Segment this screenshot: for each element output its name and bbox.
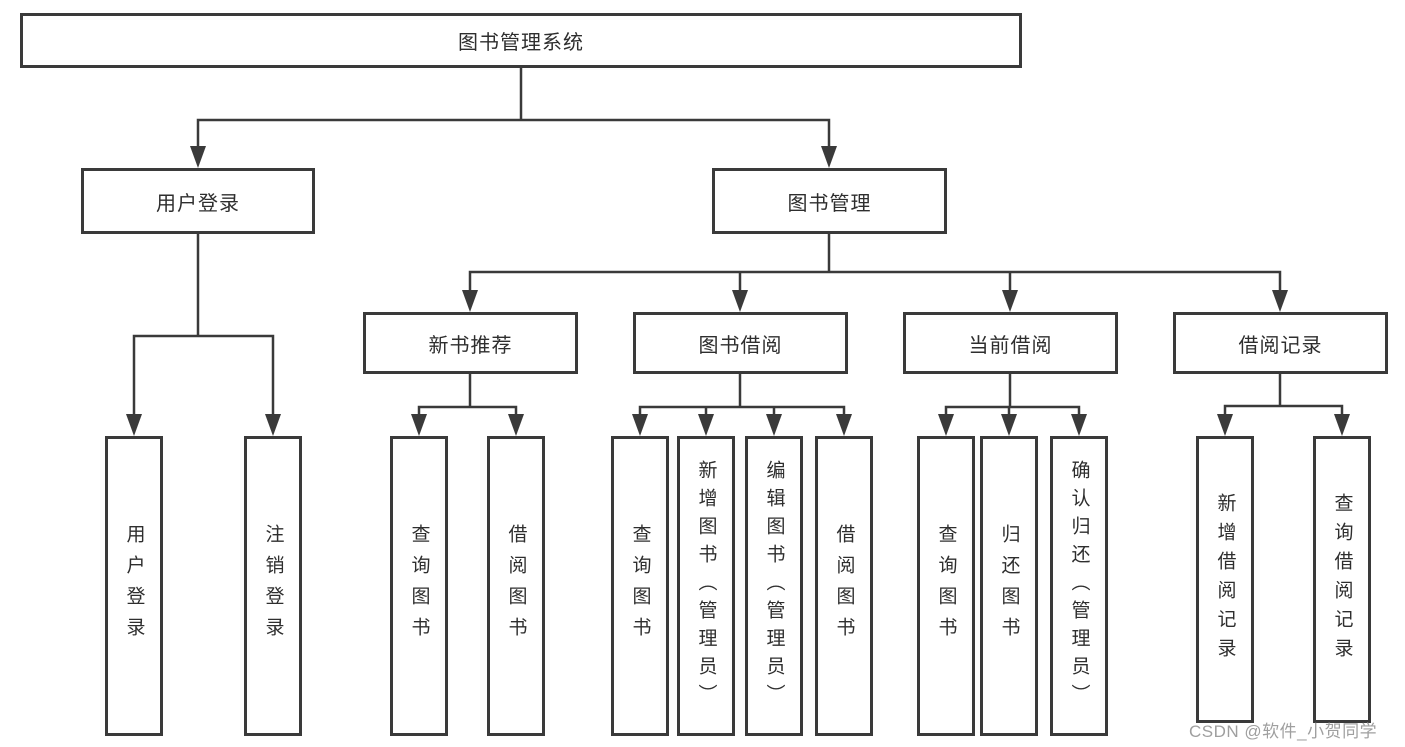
leaf-query-borrow-record: 查询借阅记录 <box>1313 436 1371 723</box>
arrowhead <box>836 414 852 436</box>
arrowhead <box>632 414 648 436</box>
node-root-label: 图书管理系统 <box>458 32 584 54</box>
leaf-query-books-recommend-label: 查询图书 <box>408 524 430 648</box>
leaf-edit-book-admin-label: 编辑图书（管理员） <box>763 460 785 712</box>
connector-userlogin-bar <box>132 334 275 415</box>
arrowhead <box>190 146 206 168</box>
leaf-add-book-admin: 新增图书（管理员） <box>677 436 735 736</box>
arrowhead <box>1002 290 1018 312</box>
arrowhead <box>1001 414 1017 436</box>
arrowhead <box>1071 414 1087 436</box>
node-current-borrow: 当前借阅 <box>903 312 1118 374</box>
leaf-query-books-borrow: 查询图书 <box>611 436 669 736</box>
connector-bookmgmt-bar <box>468 270 1282 291</box>
node-book-borrow: 图书借阅 <box>633 312 848 374</box>
node-root: 图书管理系统 <box>20 13 1022 68</box>
connector-records-bar <box>1223 404 1344 415</box>
leaf-query-books-current: 查询图书 <box>917 436 975 736</box>
leaf-borrow-books-recommend: 借阅图书 <box>487 436 545 736</box>
leaf-user-login: 用户登录 <box>105 436 163 736</box>
leaf-confirm-return-admin: 确认归还（管理员） <box>1050 436 1108 736</box>
leaf-add-borrow-record: 新增借阅记录 <box>1196 436 1254 723</box>
connector-recommend-bar <box>417 405 518 415</box>
leaf-logout-login: 注销登录 <box>244 436 302 736</box>
arrowhead <box>1334 414 1350 436</box>
arrowhead <box>265 414 281 436</box>
connector-current-bar <box>944 405 1081 415</box>
csdn-watermark: CSDN @软件_小贺同学 <box>1189 722 1378 741</box>
node-user-login: 用户登录 <box>81 168 315 234</box>
arrowhead <box>821 146 837 168</box>
leaf-confirm-return-admin-label: 确认归还（管理员） <box>1068 460 1090 712</box>
node-book-management: 图书管理 <box>712 168 947 234</box>
leaf-query-borrow-record-label: 查询借阅记录 <box>1331 492 1353 667</box>
leaf-return-book: 归还图书 <box>980 436 1038 736</box>
leaf-query-books-borrow-label: 查询图书 <box>629 524 651 648</box>
node-book-borrow-label: 图书借阅 <box>698 334 783 357</box>
arrowhead <box>126 414 142 436</box>
leaf-query-books-recommend: 查询图书 <box>390 436 448 736</box>
leaf-logout-login-label: 注销登录 <box>262 524 284 648</box>
arrowhead <box>462 290 478 312</box>
leaf-borrow-books-recommend-label: 借阅图书 <box>505 524 527 648</box>
arrowhead <box>732 290 748 312</box>
leaf-add-borrow-record-label: 新增借阅记录 <box>1214 492 1236 667</box>
connector-root-bar <box>196 118 831 147</box>
connector-borrow-bar <box>638 405 846 415</box>
arrowhead <box>1272 290 1288 312</box>
arrowhead <box>698 414 714 436</box>
leaf-query-books-current-label: 查询图书 <box>935 524 957 648</box>
node-borrow-records: 借阅记录 <box>1173 312 1388 374</box>
leaf-add-book-admin-label: 新增图书（管理员） <box>695 460 717 712</box>
arrowhead <box>411 414 427 436</box>
node-user-login-label: 用户登录 <box>156 192 240 215</box>
node-borrow-records-label: 借阅记录 <box>1238 334 1323 357</box>
arrowhead <box>508 414 524 436</box>
node-book-management-label: 图书管理 <box>787 192 872 215</box>
leaf-borrow-books-borrow: 借阅图书 <box>815 436 873 736</box>
node-new-book-recommend-label: 新书推荐 <box>428 334 513 357</box>
node-current-borrow-label: 当前借阅 <box>968 334 1053 357</box>
leaf-borrow-books-borrow-label: 借阅图书 <box>833 524 855 648</box>
leaf-user-login-label: 用户登录 <box>123 524 145 648</box>
arrowhead <box>1217 414 1233 436</box>
leaf-return-book-label: 归还图书 <box>998 524 1020 648</box>
arrowhead <box>766 414 782 436</box>
arrowhead <box>938 414 954 436</box>
node-new-book-recommend: 新书推荐 <box>363 312 578 374</box>
leaf-edit-book-admin: 编辑图书（管理员） <box>745 436 803 736</box>
